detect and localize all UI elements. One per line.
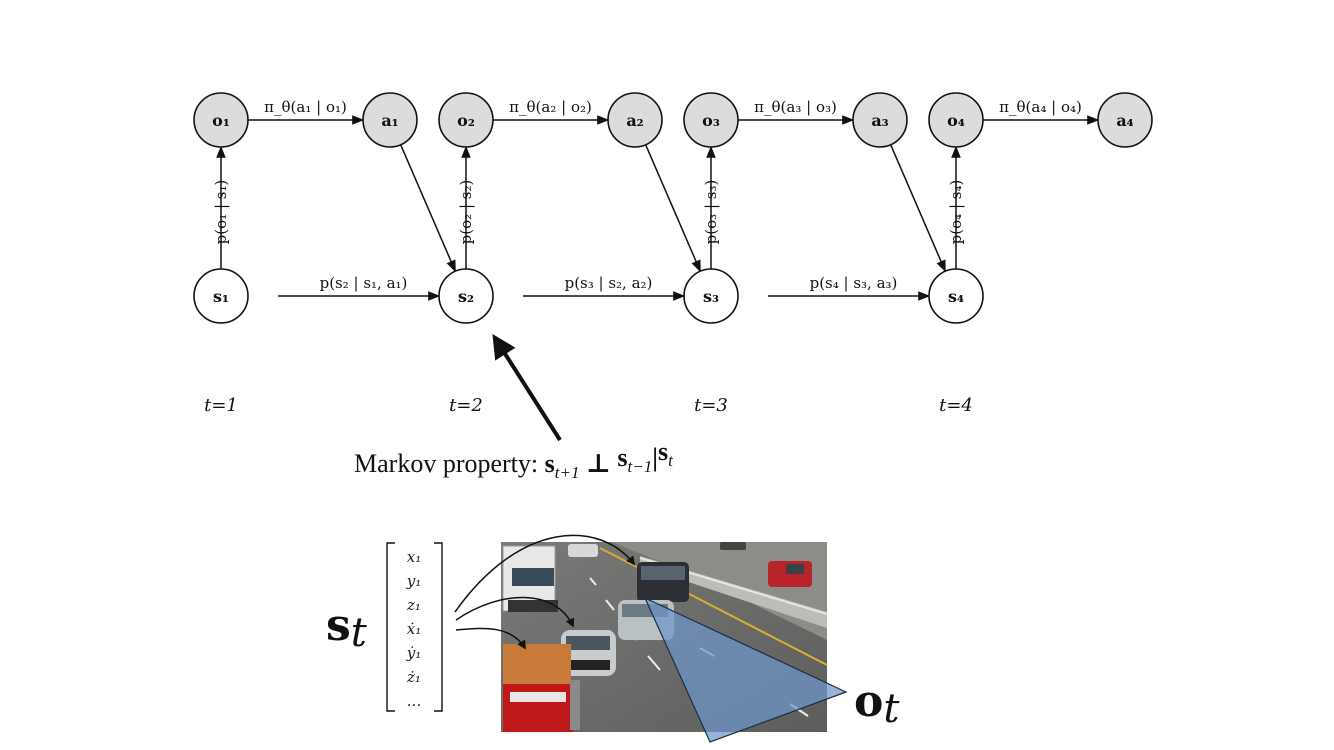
action-node-1: a₁ [362,92,418,148]
observation-node-2-label: o₂ [457,111,475,130]
observation-node-2: o₂ [438,92,494,148]
policy-label-4: π_θ(a₄ | o₄) [999,98,1082,116]
state-vector-entry: ẋ₁ [407,620,421,638]
observation-node-3: o₃ [683,92,739,148]
transition-label-3: p(s₄ | s₃, a₃) [810,274,898,292]
observation-node-4-label: o₄ [947,111,965,130]
emission-label-3: p(o₃ | s₃) [702,180,720,245]
state-vector-entry: ẏ₁ [406,644,422,662]
state-node-2: s₂ [438,268,494,324]
graph-edges [216,115,1100,301]
observation-node-1-label: o₁ [212,111,230,130]
action-to-state-edge-3 [890,144,946,273]
state-vector-entry: x₁ [407,548,421,566]
state-symbol: st [326,600,368,656]
left-bracket [386,542,395,712]
emission-label-2: p(o₂ | s₂) [457,180,475,245]
markov-formula: st+1 ⊥ st−1|st [545,437,674,482]
action-node-4-label: a₄ [1116,111,1133,130]
action-to-state-edge-2 [645,144,701,273]
road-photo [501,542,848,743]
state-vector-entry: … [407,692,422,710]
action-node-2-label: a₂ [626,111,643,130]
state-node-3-label: s₃ [703,287,719,306]
transition-label-2: p(s₃ | s₂, a₂) [565,274,653,292]
time-label-1: t=1 [204,395,238,416]
graph-edge-labels: π_θ(a₁ | o₁) p(o₁ | s₁) π_θ(a₂ | o₂) p(o₂ |… [212,98,1082,292]
graph-nodes: o₁ a₁ s₁ o₂ a₂ s₂ o₃ a₃ s₃ o₄ a₄ s₄ [193,92,1153,324]
right-bracket [434,542,443,712]
state-vector-entry: ż₁ [406,668,421,686]
observation-node-1: o₁ [193,92,249,148]
camera-view-cone [643,596,848,743]
state-node-1: s₁ [193,268,249,324]
time-labels: t=1 t=2 t=3 t=4 [204,395,973,416]
emission-label-1: p(o₁ | s₁) [212,180,230,245]
markov-property-text: Markov property: st+1 ⊥ st−1|st [354,437,674,482]
policy-label-2: π_θ(a₂ | o₂) [509,98,592,116]
markov-prefix: Markov property: [354,449,545,478]
state-node-3: s₃ [683,268,739,324]
state-vector: x₁ y₁ z₁ ẋ₁ ẏ₁ ż₁ … [386,542,443,712]
action-node-3: a₃ [852,92,908,148]
policy-label-3: π_θ(a₃ | o₃) [754,98,837,116]
action-node-2: a₂ [607,92,663,148]
observation-node-3-label: o₃ [702,111,720,130]
action-node-1-label: a₁ [381,111,398,130]
time-label-2: t=2 [449,395,483,416]
state-node-1-label: s₁ [213,287,229,306]
state-vector-entry: y₁ [406,572,422,590]
state-node-2-label: s₂ [458,287,474,306]
markov-arrow [492,333,562,442]
state-node-4: s₄ [928,268,984,324]
action-to-state-edge-1 [400,144,456,273]
transition-label-1: p(s₂ | s₁, a₁) [320,274,408,292]
time-label-4: t=4 [939,395,973,416]
observation-node-4: o₄ [928,92,984,148]
state-to-car-arrows [454,534,636,650]
time-label-3: t=3 [694,395,728,416]
state-node-4-label: s₄ [948,287,964,306]
action-node-4: a₄ [1097,92,1153,148]
action-node-3-label: a₃ [871,111,888,130]
observation-symbol: ot [854,676,900,732]
state-vector-entry: z₁ [406,596,421,614]
policy-label-1: π_θ(a₁ | o₁) [264,98,347,116]
emission-label-4: p(o₄ | s₄) [947,180,965,245]
